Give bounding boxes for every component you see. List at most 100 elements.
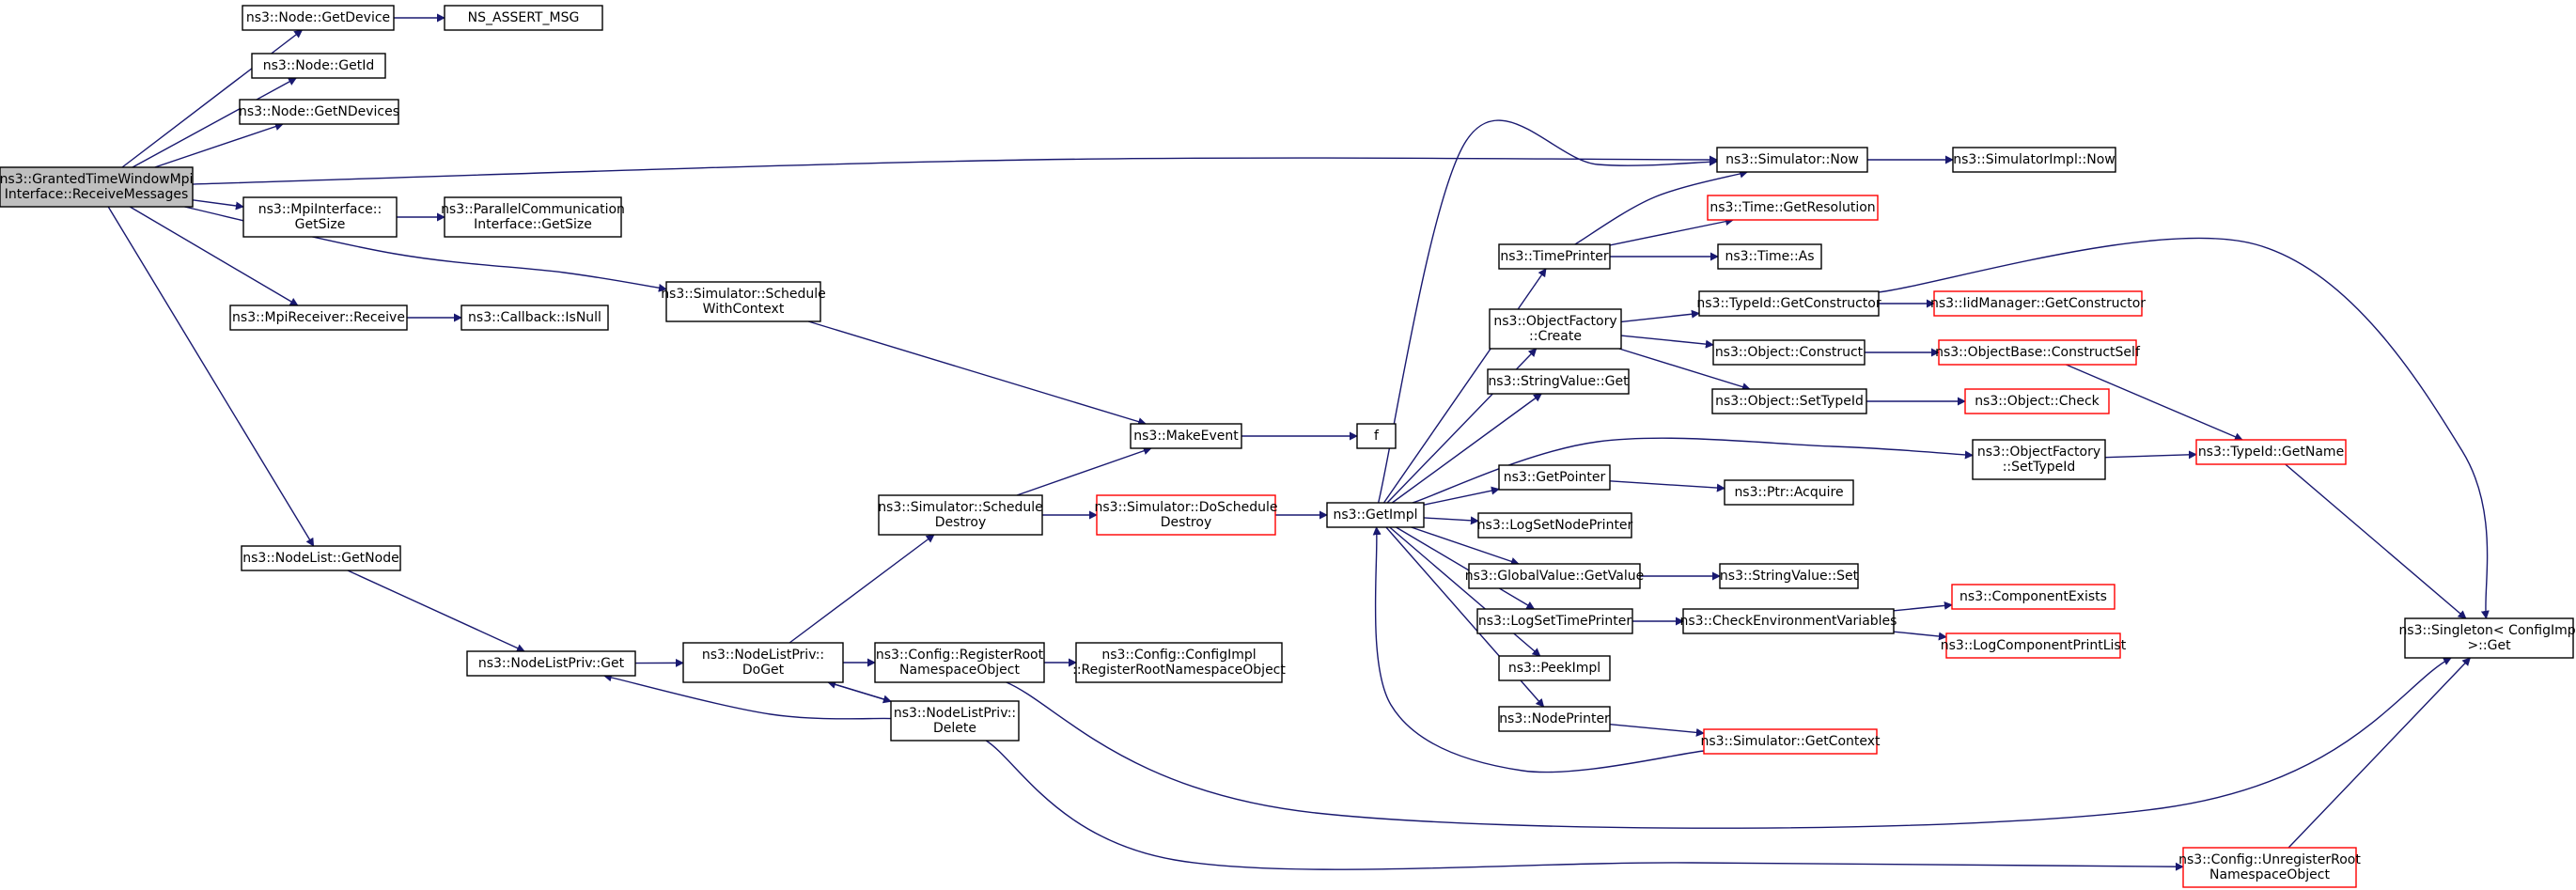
node-node_getndevices[interactable]: ns3::Node::GetNDevices xyxy=(239,99,399,125)
node-box[interactable] xyxy=(1487,368,1630,395)
node-box[interactable] xyxy=(1075,642,1283,683)
node-iidmanager_getconstructor[interactable]: ns3::IidManager::GetConstructor xyxy=(1930,290,2146,317)
node-f[interactable]: f xyxy=(1356,423,1397,449)
node-componentexists[interactable]: ns3::ComponentExists xyxy=(1951,584,2115,610)
node-box[interactable] xyxy=(1498,464,1611,491)
node-peekimpl[interactable]: ns3::PeekImpl xyxy=(1498,655,1611,681)
node-logsettimeprinter[interactable]: ns3::LogSetTimePrinter xyxy=(1476,608,1633,634)
node-box[interactable] xyxy=(466,650,636,677)
node-box[interactable] xyxy=(444,196,622,238)
node-objectfactory_settypeid[interactable]: ns3::ObjectFactory::SetTypeId xyxy=(1972,439,2106,480)
node-logcomponentprintlist[interactable]: ns3::LogComponentPrintList xyxy=(1941,632,2127,659)
node-box[interactable] xyxy=(1476,608,1633,634)
node-box[interactable] xyxy=(0,166,194,208)
node-box[interactable] xyxy=(1719,563,1859,589)
node-box[interactable] xyxy=(1477,512,1632,539)
node-box[interactable] xyxy=(1489,308,1622,350)
node-box[interactable] xyxy=(251,53,386,79)
node-nodeprinter[interactable]: ns3::NodePrinter xyxy=(1498,706,1611,732)
node-parallel_getsize[interactable]: ns3::ParallelCommunicationInterface::Get… xyxy=(441,196,625,238)
node-box[interactable] xyxy=(1498,655,1611,681)
node-box[interactable] xyxy=(1716,147,1868,173)
node-box[interactable] xyxy=(1130,423,1242,449)
node-getpointer[interactable]: ns3::GetPointer xyxy=(1498,464,1611,491)
node-nodelist_getnode[interactable]: ns3::NodeList::GetNode xyxy=(241,545,401,571)
node-box[interactable] xyxy=(1498,243,1611,270)
node-box[interactable] xyxy=(1964,388,2110,414)
node-box[interactable] xyxy=(461,304,609,331)
node-object_settypeid[interactable]: ns3::Object::SetTypeId xyxy=(1711,388,1867,414)
node-configimpl_registerroot[interactable]: ns3::Config::ConfigImpl::RegisterRootNam… xyxy=(1072,642,1286,683)
node-box[interactable] xyxy=(1717,243,1822,270)
node-box[interactable] xyxy=(1326,502,1425,528)
node-box[interactable] xyxy=(1945,632,2121,659)
node-nodelistpriv_doget[interactable]: ns3::NodeListPriv::DoGet xyxy=(682,642,844,683)
node-mpireceiver_receive[interactable]: ns3::MpiReceiver::Receive xyxy=(229,304,408,331)
node-simimpl_now[interactable]: ns3::SimulatorImpl::Now xyxy=(1952,147,2116,173)
node-callback_isnull[interactable]: ns3::Callback::IsNull xyxy=(461,304,609,331)
node-singleton_get[interactable]: ns3::Singleton< ConfigImpl >::Get xyxy=(2398,617,2576,659)
node-root[interactable]: ns3::GrantedTimeWindowMpiInterface::Rece… xyxy=(0,166,194,208)
node-checkenvvars[interactable]: ns3::CheckEnvironmentVariables xyxy=(1680,608,1897,634)
node-box[interactable] xyxy=(1951,584,2115,610)
node-box[interactable] xyxy=(1698,290,1880,317)
node-box[interactable] xyxy=(1707,195,1879,221)
node-box[interactable] xyxy=(1356,423,1397,449)
node-box[interactable] xyxy=(1952,147,2116,173)
node-getimpl[interactable]: ns3::GetImpl xyxy=(1326,502,1425,528)
node-objectbase_constructself[interactable]: ns3::ObjectBase::ConstructSelf xyxy=(1935,339,2141,366)
node-sim_now[interactable]: ns3::Simulator::Now xyxy=(1716,147,1868,173)
node-nodelistpriv_delete[interactable]: ns3::NodeListPriv::Delete xyxy=(890,700,1020,742)
node-box[interactable] xyxy=(1933,290,2143,317)
node-box[interactable] xyxy=(2195,439,2347,465)
node-box[interactable] xyxy=(239,99,399,125)
node-typeid_getconstructor[interactable]: ns3::TypeId::GetConstructor xyxy=(1696,290,1881,317)
node-box[interactable] xyxy=(1972,439,2106,480)
node-makeevent[interactable]: ns3::MakeEvent xyxy=(1130,423,1242,449)
node-box[interactable] xyxy=(229,304,408,331)
node-objectfactory_create[interactable]: ns3::ObjectFactory::Create xyxy=(1489,308,1622,350)
node-globalvalue_getvalue[interactable]: ns3::GlobalValue::GetValue xyxy=(1465,563,1644,589)
node-box[interactable] xyxy=(2404,617,2574,659)
node-timeprinter[interactable]: ns3::TimePrinter xyxy=(1498,243,1611,270)
node-stringvalue_set[interactable]: ns3::StringValue::Set xyxy=(1719,563,1859,589)
node-mpi_getsize[interactable]: ns3::MpiInterface::GetSize xyxy=(242,196,398,238)
node-box[interactable] xyxy=(878,494,1043,536)
node-config_unregisterroot[interactable]: ns3::Config::UnregisterRootNamespaceObje… xyxy=(2178,847,2361,888)
node-typeid_getname[interactable]: ns3::TypeId::GetName xyxy=(2195,439,2347,465)
node-node_getdevice[interactable]: ns3::Node::GetDevice xyxy=(242,5,395,31)
node-logsetnodeprinter[interactable]: ns3::LogSetNodePrinter xyxy=(1477,512,1633,539)
node-object_check[interactable]: ns3::Object::Check xyxy=(1964,388,2110,414)
node-time_getresolution[interactable]: ns3::Time::GetResolution xyxy=(1707,195,1879,221)
node-sim_getcontext[interactable]: ns3::Simulator::GetContext xyxy=(1700,728,1881,755)
node-object_construct[interactable]: ns3::Object::Construct xyxy=(1712,339,1866,366)
node-box[interactable] xyxy=(1498,706,1611,732)
node-box[interactable] xyxy=(1682,608,1895,634)
node-box[interactable] xyxy=(444,5,603,31)
node-config_registerroot[interactable]: ns3::Config::RegisterRootNamespaceObject xyxy=(874,642,1045,683)
node-box[interactable] xyxy=(1703,728,1878,755)
node-time_as[interactable]: ns3::Time::As xyxy=(1717,243,1822,270)
node-box[interactable] xyxy=(2182,847,2357,888)
node-box[interactable] xyxy=(242,196,398,238)
node-box[interactable] xyxy=(242,5,395,31)
node-ptr_acquire[interactable]: ns3::Ptr::Acquire xyxy=(1724,479,1854,506)
node-stringvalue_get[interactable]: ns3::StringValue::Get xyxy=(1487,368,1630,395)
node-box[interactable] xyxy=(1468,563,1641,589)
node-box[interactable] xyxy=(890,700,1020,742)
node-ns_assert_msg[interactable]: NS_ASSERT_MSG xyxy=(444,5,603,31)
node-box[interactable] xyxy=(874,642,1045,683)
node-node_getid[interactable]: ns3::Node::GetId xyxy=(251,53,386,79)
node-box[interactable] xyxy=(1712,339,1866,366)
node-box[interactable] xyxy=(1096,494,1276,536)
node-box[interactable] xyxy=(682,642,844,683)
node-nodelistpriv_get[interactable]: ns3::NodeListPriv::Get xyxy=(466,650,636,677)
node-box[interactable] xyxy=(241,545,401,571)
node-box[interactable] xyxy=(1938,339,2137,366)
node-box[interactable] xyxy=(665,281,821,322)
node-box[interactable] xyxy=(1724,479,1854,506)
node-box[interactable] xyxy=(1711,388,1867,414)
